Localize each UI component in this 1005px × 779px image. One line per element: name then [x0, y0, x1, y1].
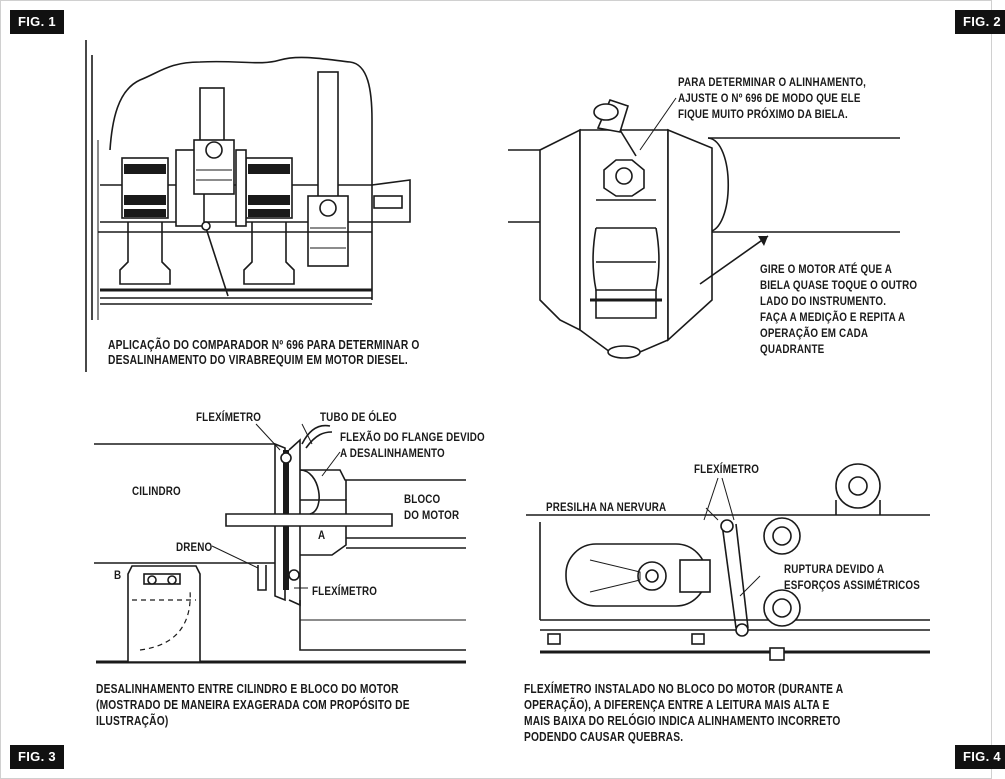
fig3-label-flexao-line2: A DESALINHAMENTO [340, 446, 445, 460]
fig2-note-bottom-line5: OPERAÇÃO EM CADA [760, 326, 869, 340]
fig4-label-ruptura-line1: RUPTURA DEVIDO A [784, 562, 885, 576]
fig2-rod-alignment-drawing [508, 97, 900, 359]
fig2-badge: FIG. 2 [955, 10, 1005, 34]
fig3-label-b: B [114, 568, 122, 582]
fig4-caption-line3: MAIS BAIXA DO RELÓGIO INDICA ALINHAMENTO… [524, 714, 841, 728]
fig4-caption-line2: OPERAÇÃO), A DIFERENÇA ENTRE A LEITURA M… [524, 698, 830, 712]
fig2-note-bottom-line2: BIELA QUASE TOQUE O OUTRO [760, 278, 918, 292]
fig4-label-flexímetro: FLEXÍMETRO [694, 462, 760, 476]
fig3-label-flexao-line1: FLEXÃO DO FLANGE DEVIDO [340, 430, 485, 444]
fig4-caption-line1: FLEXÍMETRO INSTALADO NO BLOCO DO MOTOR (… [524, 682, 844, 696]
fig2-note-bottom-line3: LADO DO INSTRUMENTO. [760, 294, 887, 308]
fig3-caption-line3: ILUSTRAÇÃO) [96, 714, 169, 728]
fig4-label-ruptura-line2: ESFORÇOS ASSIMÉTRICOS [784, 578, 920, 592]
fig3-label-tubo-oleo: TUBO DE ÓLEO [320, 410, 397, 424]
fig1-badge: FIG. 1 [10, 10, 64, 34]
fig3-label-bloco-line1: BLOCO [404, 492, 441, 506]
fig3-label-dreno: DRENO [176, 540, 213, 554]
fig2-note-bottom-line1: GIRE O MOTOR ATÉ QUE A [760, 262, 893, 276]
fig4-badge: FIG. 4 [955, 745, 1005, 769]
fig1-caption-line1: APLICAÇÃO DO COMPARADOR Nº 696 PARA DETE… [108, 338, 420, 352]
fig2-note-bottom-line6: QUADRANTE [760, 342, 825, 356]
fig3-cylinder-block-drawing [94, 423, 466, 664]
fig2-note-top-line2: AJUSTE O Nº 696 DE MODO QUE ELE [678, 91, 861, 105]
fig1-caption-line2: DESALINHAMENTO DO VIRABREQUIM EM MOTOR D… [108, 353, 408, 367]
fig3-caption-line1: DESALINHAMENTO ENTRE CILINDRO E BLOCO DO… [96, 682, 399, 696]
fig3-label-bloco-line2: DO MOTOR [404, 508, 460, 522]
fig4-caption-line4: PODENDO CAUSAR QUEBRAS. [524, 730, 684, 744]
fig2-note-top-line3: FIQUE MUITO PRÓXIMO DA BIELA. [678, 107, 848, 121]
fig3-caption-line2: (MOSTRADO DE MANEIRA EXAGERADA COM PROPÓ… [96, 698, 410, 712]
fig3-label-flexímetro-bottom: FLEXÍMETRO [312, 584, 378, 598]
fig4-label-presilha: PRESILHA NA NERVURA [546, 500, 667, 514]
fig4-engine-block-drawing [526, 463, 930, 661]
fig3-badge: FIG. 3 [10, 745, 64, 769]
fig3-label-flexímetro-top: FLEXÍMETRO [196, 410, 262, 424]
fig1-crankshaft-drawing [85, 40, 411, 372]
fig2-note-bottom-line4: FAÇA A MEDIÇÃO E REPITA A [760, 310, 906, 324]
fig3-label-cilindro: CILINDRO [132, 484, 181, 498]
fig2-note-top-line1: PARA DETERMINAR O ALINHAMENTO, [678, 75, 867, 89]
fig3-label-a: A [318, 528, 326, 542]
